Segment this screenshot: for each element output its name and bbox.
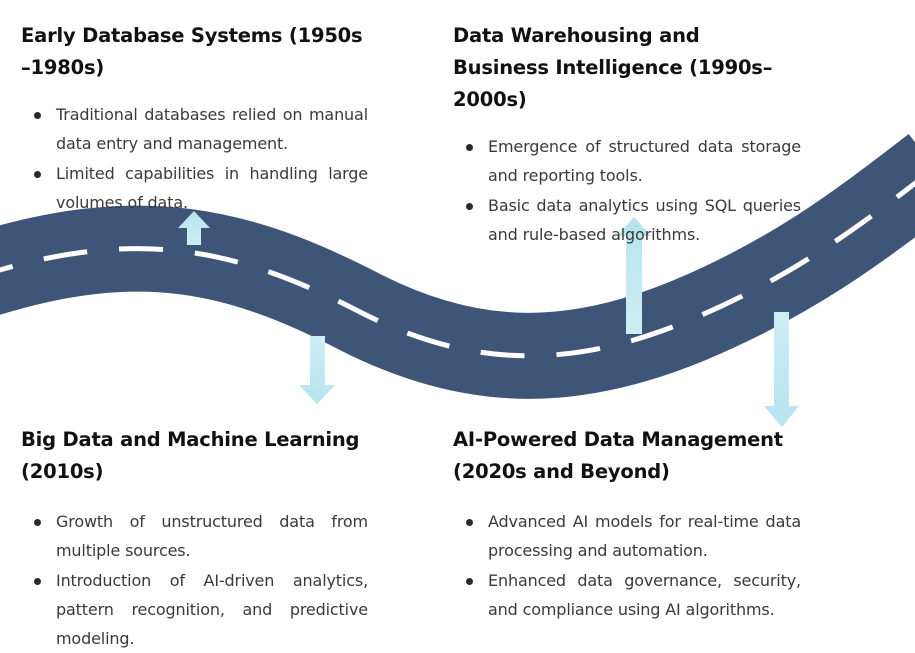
arrow-down-icon [764, 312, 799, 427]
bullet-item: Advanced AI models for real-time data pr… [453, 507, 801, 566]
road-center-line [0, 180, 915, 359]
bullet-item: Basic data analytics using SQL queries a… [453, 191, 801, 250]
bullet-item: Emergence of structured data storage and… [453, 132, 801, 191]
bullet-item: Introduction of AI-driven analytics, pat… [21, 566, 368, 653]
bullet-item: Traditional databases relied on manual d… [21, 100, 368, 159]
stage-big-data-ml: Big Data and Machine Learning (2010s) Gr… [21, 424, 368, 653]
stage-ai-powered: AI-Powered Data Management (2020s and Be… [453, 424, 801, 624]
stage-title: Data Warehousing and Business Intelligen… [453, 24, 773, 111]
bullet-list: Emergence of structured data storage and… [453, 132, 801, 249]
bullet-list: Advanced AI models for real-time data pr… [453, 507, 801, 624]
arrow-up-icon [178, 211, 210, 245]
arrow-down-icon [299, 336, 335, 404]
stage-data-warehousing: Data Warehousing and Business Intelligen… [453, 20, 801, 249]
bullet-item: Enhanced data governance, security, and … [453, 566, 801, 625]
stage-early-database-systems: Early Database Systems (1950s –1980s) Tr… [21, 20, 368, 217]
stage-title: AI-Powered Data Management (2020s and Be… [453, 428, 783, 483]
arrow-up-icon [617, 217, 651, 334]
bullet-item: Growth of unstructured data from multipl… [21, 507, 368, 566]
bullet-list: Growth of unstructured data from multipl… [21, 507, 368, 653]
stage-title: Big Data and Machine Learning (2010s) [21, 428, 360, 483]
bullet-list: Traditional databases relied on manual d… [21, 100, 368, 217]
bullet-item: Limited capabilities in handling large v… [21, 159, 368, 218]
stage-title: Early Database Systems (1950s –1980s) [21, 24, 363, 79]
